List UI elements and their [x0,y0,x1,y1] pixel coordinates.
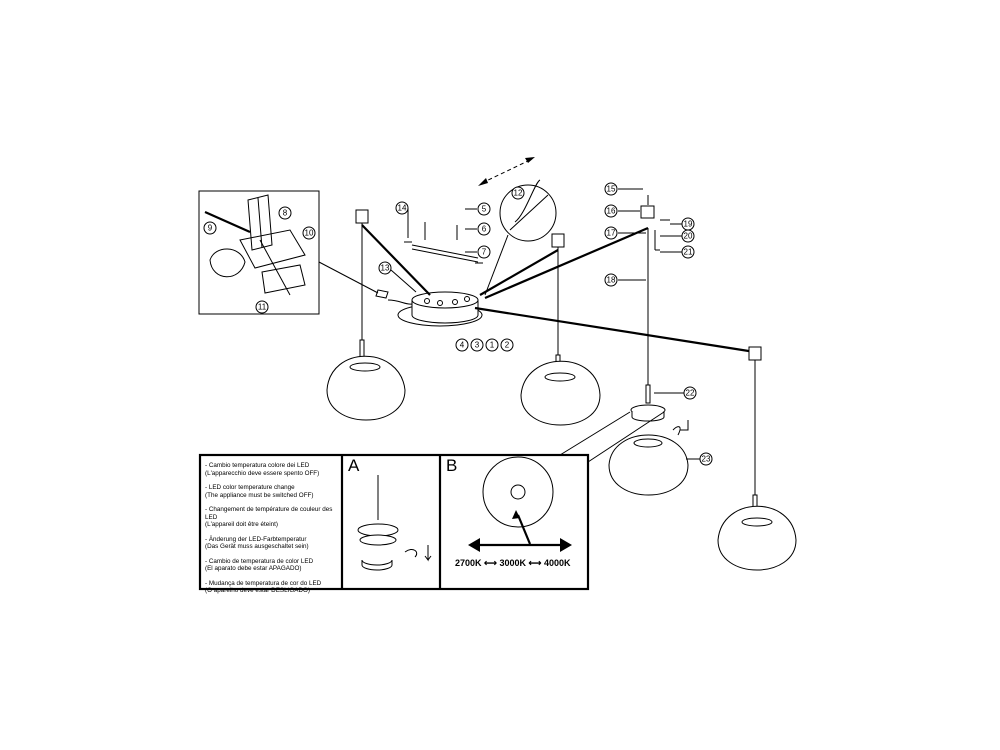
svg-text:8: 8 [283,209,288,218]
svg-text:22: 22 [686,389,695,398]
callout-11: 11 [255,300,269,314]
callout-7: 7 [477,245,491,259]
instruction-panel [198,453,590,591]
svg-text:3: 3 [475,341,480,350]
callout-21: 21 [681,245,695,259]
callout-23: 23 [699,452,713,466]
pendant-shade-1 [326,339,406,421]
svg-text:2: 2 [505,341,510,350]
central-canopy [387,291,483,327]
svg-text:12: 12 [514,189,523,198]
svg-text:17: 17 [607,229,616,238]
svg-text:14: 14 [398,204,407,213]
callout-13: 13 [378,261,392,275]
callout-1: 1 [485,338,499,352]
driver-detail-inset [198,190,320,315]
svg-text:11: 11 [258,303,267,312]
svg-text:1: 1 [490,341,495,350]
callout-10: 10 [302,226,316,240]
callout-19: 19 [681,217,695,231]
callout-8: 8 [278,206,292,220]
callout-4: 4 [455,338,469,352]
pendant-shade-2 [520,354,601,426]
svg-text:13: 13 [381,264,390,273]
callout-17: 17 [604,226,618,240]
callout-15: 15 [604,182,618,196]
pendant-shade-3 [608,384,689,496]
svg-text:9: 9 [208,224,213,233]
callout-22: 22 [683,386,697,400]
callout-18: 18 [604,273,618,287]
svg-text:23: 23 [702,455,711,464]
callout-16: 16 [604,204,618,218]
svg-text:16: 16 [607,207,616,216]
svg-text:18: 18 [607,276,616,285]
callout-9: 9 [203,221,217,235]
pendant-shade-4 [717,494,797,571]
callout-12: 12 [511,186,525,200]
callout-20: 20 [681,229,695,243]
panel-b-label: B [446,456,458,475]
callout-5: 5 [477,202,491,216]
callout-3: 3 [470,338,484,352]
callout-14: 14 [395,201,409,215]
svg-text:20: 20 [684,232,693,241]
color-temperature-scale: 2700K ⟷ 3000K ⟷ 4000K [455,558,571,568]
panel-a-label: A [348,456,360,475]
svg-text:15: 15 [607,185,616,194]
svg-text:10: 10 [305,229,314,238]
svg-text:6: 6 [482,225,487,234]
svg-text:4: 4 [460,341,465,350]
svg-text:19: 19 [684,220,693,229]
svg-text:7: 7 [482,248,487,257]
callout-6: 6 [477,222,491,236]
svg-text:21: 21 [684,248,693,257]
callout-2: 2 [500,338,514,352]
instruction-text: - Cambio temperatura colore dei LED(L'ap… [205,462,333,594]
svg-text:5: 5 [482,205,487,214]
